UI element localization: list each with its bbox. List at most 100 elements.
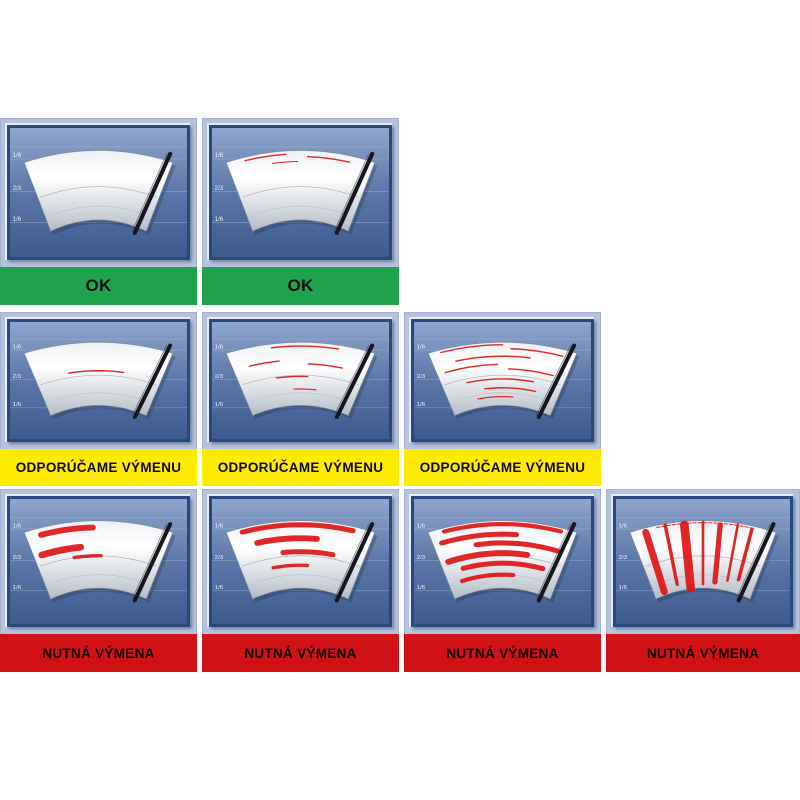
wear-streak bbox=[38, 524, 96, 538]
scale-label: 1/6 bbox=[619, 523, 628, 529]
wiper-illustration: 1/6 2/3 1/6 bbox=[414, 499, 591, 624]
scale-label: 1/6 bbox=[13, 216, 22, 223]
scale-label: 1/6 bbox=[215, 402, 224, 408]
scale-label: 1/6 bbox=[417, 523, 426, 529]
status-banner-recommend: ODPORÚČAME VÝMENU bbox=[202, 449, 399, 486]
status-label: NUTNÁ VÝMENA bbox=[446, 645, 559, 661]
status-banner-replace: NUTNÁ VÝMENA bbox=[0, 634, 197, 672]
scale-label: 1/6 bbox=[13, 402, 22, 408]
scale-label: 1/6 bbox=[417, 585, 426, 591]
wear-streak bbox=[293, 388, 317, 391]
wiper-frame: 1/6 2/3 1/6 bbox=[613, 496, 793, 627]
status-label: NUTNÁ VÝMENA bbox=[646, 645, 760, 661]
wiper-frame: 1/6 2/3 1/6 bbox=[209, 125, 392, 260]
wear-streak bbox=[275, 375, 309, 379]
wear-streak bbox=[439, 531, 519, 546]
scale-label: 1/6 bbox=[215, 152, 224, 159]
wear-streak bbox=[67, 370, 125, 374]
status-label: ODPORÚČAME VÝMENU bbox=[419, 460, 586, 475]
wear-streak bbox=[271, 161, 299, 164]
wear-streak bbox=[445, 550, 531, 565]
scale-label: 2/3 bbox=[417, 555, 426, 561]
wiper-frame: 1/6 2/3 1/6 bbox=[7, 125, 190, 260]
wiper-illustration: 1/6 2/3 1/6 bbox=[616, 499, 790, 624]
wiper-blade bbox=[334, 343, 375, 419]
status-label: OK bbox=[287, 276, 314, 295]
scale-label: 2/3 bbox=[619, 555, 628, 561]
wear-streak bbox=[270, 345, 340, 350]
wear-streak bbox=[254, 535, 320, 546]
wear-streak bbox=[679, 520, 695, 592]
wiper-blade bbox=[536, 522, 577, 603]
status-banner-recommend: ODPORÚČAME VÝMENU bbox=[404, 449, 601, 486]
wiper-blade bbox=[132, 151, 173, 235]
wear-streak bbox=[726, 523, 740, 582]
wear-streak bbox=[444, 363, 499, 374]
scale-label: 2/3 bbox=[13, 374, 22, 380]
wear-streak bbox=[507, 368, 554, 377]
wear-streak bbox=[248, 360, 280, 367]
wear-streak bbox=[306, 156, 351, 163]
wiper-blade bbox=[132, 343, 173, 419]
wiper-illustration: 1/62/31/6 bbox=[212, 499, 389, 624]
wear-streak bbox=[455, 355, 531, 362]
scale-label: 1/6 bbox=[215, 585, 224, 591]
scale-label: 2/3 bbox=[215, 185, 224, 192]
wear-streak bbox=[460, 560, 546, 572]
wiper-frame: 1/6 2/3 1/6 bbox=[411, 496, 594, 627]
scale-label: 1/6 bbox=[13, 152, 22, 159]
wear-streak bbox=[484, 387, 537, 393]
wear-streak bbox=[271, 563, 310, 570]
wiper-illustration: 1/62/31/6 bbox=[10, 499, 187, 624]
wear-streak bbox=[72, 554, 103, 560]
status-banner-replace: NUTNÁ VÝMENA bbox=[606, 634, 800, 672]
wear-streak bbox=[466, 378, 534, 384]
wiper-blade bbox=[536, 343, 577, 419]
scale-label: 2/3 bbox=[215, 555, 224, 561]
wear-streak bbox=[473, 540, 561, 554]
status-banner-ok: OK bbox=[0, 267, 197, 305]
wear-streak bbox=[307, 363, 344, 369]
wiper-illustration: 1/62/31/6 bbox=[212, 322, 389, 439]
status-label: ODPORÚČAME VÝMENU bbox=[217, 460, 384, 475]
wiper-illustration: 1/6 2/3 1/6 bbox=[212, 128, 389, 257]
wear-streak bbox=[510, 348, 564, 357]
scale-label: 1/6 bbox=[619, 585, 628, 591]
status-banner-ok: OK bbox=[202, 267, 399, 305]
scale-label: 2/3 bbox=[13, 185, 22, 192]
status-label: NUTNÁ VÝMENA bbox=[244, 645, 357, 661]
wear-streak bbox=[239, 522, 356, 535]
scale-label: 1/6 bbox=[215, 216, 224, 223]
status-banner-replace: NUTNÁ VÝMENA bbox=[404, 634, 601, 672]
wiper-illustration: 1/62/31/6 bbox=[10, 322, 187, 439]
wear-streak bbox=[736, 527, 754, 582]
scale-label: 1/6 bbox=[215, 345, 224, 351]
wear-streak bbox=[38, 543, 85, 559]
status-label: NUTNÁ VÝMENA bbox=[42, 645, 155, 661]
wear-streak bbox=[712, 522, 723, 585]
scale-label: 1/6 bbox=[417, 402, 426, 408]
wear-streak bbox=[280, 549, 336, 558]
wear-streak bbox=[244, 153, 287, 162]
scale-label: 1/6 bbox=[13, 523, 22, 529]
status-banner-replace: NUTNÁ VÝMENA bbox=[202, 634, 399, 672]
wear-streak bbox=[642, 528, 668, 596]
wiper-blade bbox=[334, 522, 375, 603]
wear-streak bbox=[459, 572, 516, 584]
scale-label: 2/3 bbox=[13, 555, 22, 561]
status-banner-recommend: ODPORÚČAME VÝMENU bbox=[0, 449, 197, 486]
